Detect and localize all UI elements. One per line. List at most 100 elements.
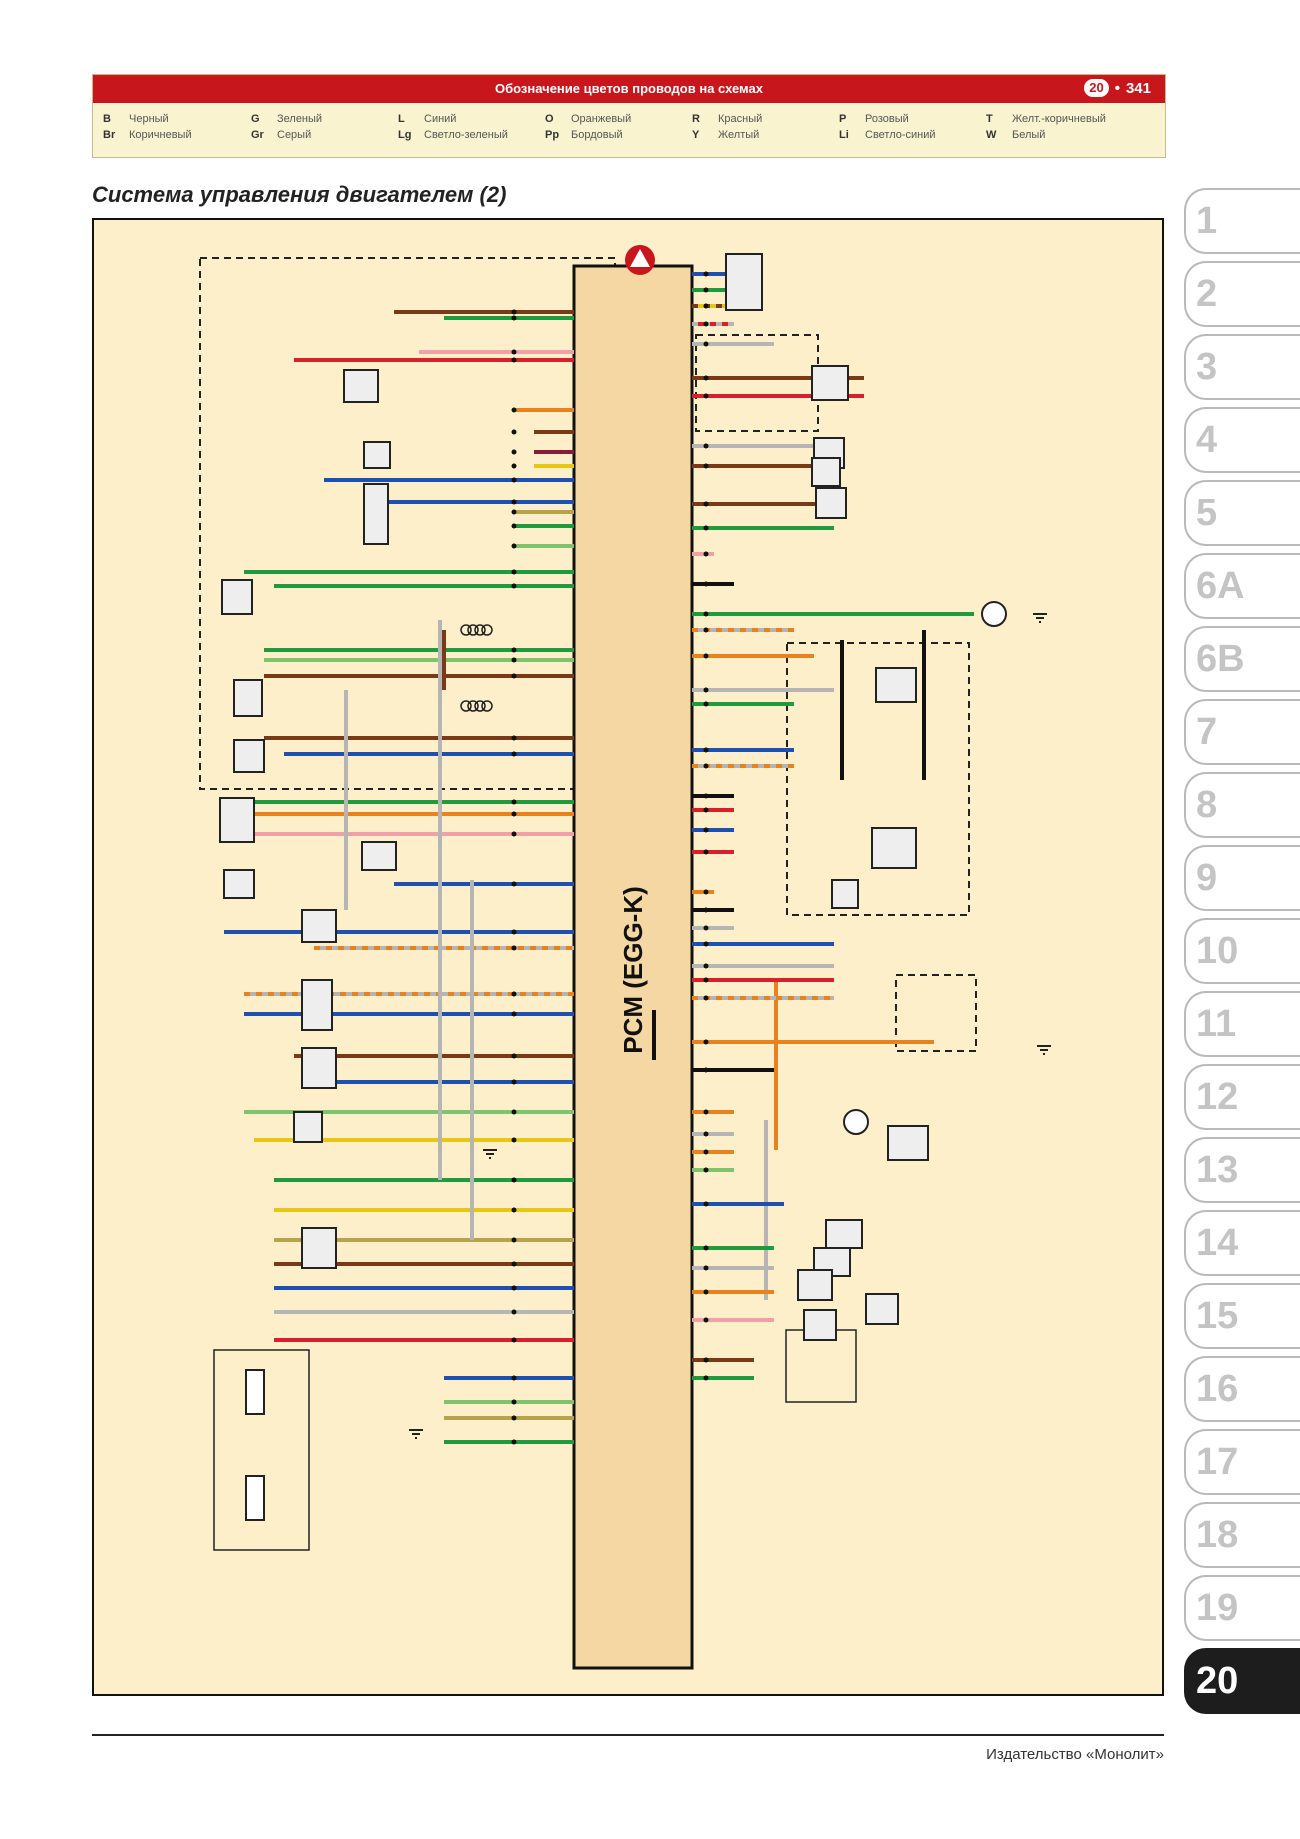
pin-dot: [703, 653, 709, 659]
tab-chapter-16[interactable]: 16: [1184, 1356, 1300, 1422]
tab-chapter-2[interactable]: 2: [1184, 261, 1300, 327]
tab-chapter-11[interactable]: 11: [1184, 991, 1300, 1057]
pin-dot: [511, 429, 517, 435]
connector-block: [887, 1125, 929, 1161]
legend-color-name: Розовый: [865, 113, 909, 125]
pin-dot: [703, 1317, 709, 1323]
connector-block: [301, 1227, 337, 1269]
tab-chapter-14[interactable]: 14: [1184, 1210, 1300, 1276]
tab-chapter-15[interactable]: 15: [1184, 1283, 1300, 1349]
legend-entry: O Оранжевый: [545, 111, 631, 127]
tab-chapter-20[interactable]: 20: [1184, 1648, 1300, 1714]
tab-chapter-6b[interactable]: 6B: [1184, 626, 1300, 692]
tab-chapter-3[interactable]: 3: [1184, 334, 1300, 400]
connector-block: [219, 797, 255, 843]
pin-dot: [703, 793, 709, 799]
tab-chapter-8[interactable]: 8: [1184, 772, 1300, 838]
wiring-diagram-canvas: PCM (EGG-K): [199, 245, 1051, 1670]
pin-dot: [511, 945, 517, 951]
connector-block: [301, 909, 337, 943]
tab-chapter-9[interactable]: 9: [1184, 845, 1300, 911]
pin-dot: [511, 991, 517, 997]
legend-color-name: Черный: [129, 113, 169, 125]
pin-dot: [511, 315, 517, 321]
pin-dot: [511, 569, 517, 575]
pin-dot: [511, 349, 517, 355]
pin-dot: [511, 523, 517, 529]
pin-dot: [703, 1289, 709, 1295]
legend-code: R: [692, 113, 700, 125]
pin-dot: [511, 673, 517, 679]
tab-chapter-4[interactable]: 4: [1184, 407, 1300, 473]
wiring-diagram: PCM (EGG-K): [92, 218, 1164, 1696]
pin-dot: [511, 1207, 517, 1213]
connector-block: [811, 457, 841, 487]
legend-code: Pp: [545, 129, 560, 141]
legend-color-name: Красный: [718, 113, 763, 125]
pin-dot: [703, 627, 709, 633]
pin-dot: [511, 583, 517, 589]
tab-chapter-5[interactable]: 5: [1184, 480, 1300, 546]
legend-code: Li: [839, 129, 849, 141]
legend-code: O: [545, 113, 554, 125]
tab-chapter-19[interactable]: 19: [1184, 1575, 1300, 1641]
pin-dot: [511, 799, 517, 805]
pin-dot: [511, 881, 517, 887]
connector-block: [233, 679, 263, 717]
pin-dot: [511, 657, 517, 663]
legend-entry: Br Коричневый: [103, 127, 192, 143]
pin-dot: [511, 1375, 517, 1381]
pin-dot: [703, 849, 709, 855]
wire-color-legend: Обозначение цветов проводов на схемах 20…: [92, 74, 1166, 158]
pin-dot: [511, 1415, 517, 1421]
pin-dot: [703, 827, 709, 833]
coil-icon: [467, 624, 479, 636]
section-title: Система управления двигателем (2): [92, 182, 507, 207]
pin-dot: [511, 1285, 517, 1291]
connector-block: [811, 365, 849, 401]
legend-color-name: Коричневый: [129, 129, 192, 141]
pin-dot: [511, 1053, 517, 1059]
connector-block: [815, 487, 847, 519]
legend-code: Y: [692, 129, 700, 141]
legend-code: Br: [103, 129, 116, 141]
coil-icon: [460, 700, 472, 712]
tab-chapter-13[interactable]: 13: [1184, 1137, 1300, 1203]
right-side-wires: [692, 271, 974, 1381]
connector-block: [221, 579, 253, 615]
legend-color-name: Светло-синий: [865, 129, 936, 141]
legend-code: G: [251, 113, 260, 125]
tab-chapter-1[interactable]: 1: [1184, 188, 1300, 254]
legend-title-bar: Обозначение цветов проводов на схемах 20…: [93, 75, 1165, 103]
tab-chapter-10[interactable]: 10: [1184, 918, 1300, 984]
legend-code: B: [103, 113, 111, 125]
pin-dot: [703, 463, 709, 469]
legend-color-name: Бордовый: [571, 129, 623, 141]
pin-dot: [703, 1201, 709, 1207]
pcm-module-label: PCM (EGG-K): [618, 886, 648, 1054]
legend-color-name: Оранжевый: [571, 113, 632, 125]
pin-dot: [511, 1109, 517, 1115]
pin-dot: [511, 1011, 517, 1017]
tab-chapter-17[interactable]: 17: [1184, 1429, 1300, 1495]
tab-chapter-12[interactable]: 12: [1184, 1064, 1300, 1130]
pin-dot: [511, 477, 517, 483]
pin-dot: [703, 1109, 709, 1115]
pin-dot: [703, 807, 709, 813]
connector-block: [797, 1269, 833, 1301]
legend-entry: B Черный: [103, 111, 192, 127]
tab-chapter-6a[interactable]: 6A: [1184, 553, 1300, 619]
legend-color-name: Белый: [1012, 129, 1046, 141]
tab-chapter-7[interactable]: 7: [1184, 699, 1300, 765]
pin-dot: [703, 925, 709, 931]
pin-dot: [511, 1309, 517, 1315]
connector-block: [301, 1047, 337, 1089]
connector-block: [223, 869, 255, 899]
pin-dot: [511, 831, 517, 837]
tab-chapter-18[interactable]: 18: [1184, 1502, 1300, 1568]
pin-dot: [511, 1237, 517, 1243]
pin-dot: [511, 1137, 517, 1143]
